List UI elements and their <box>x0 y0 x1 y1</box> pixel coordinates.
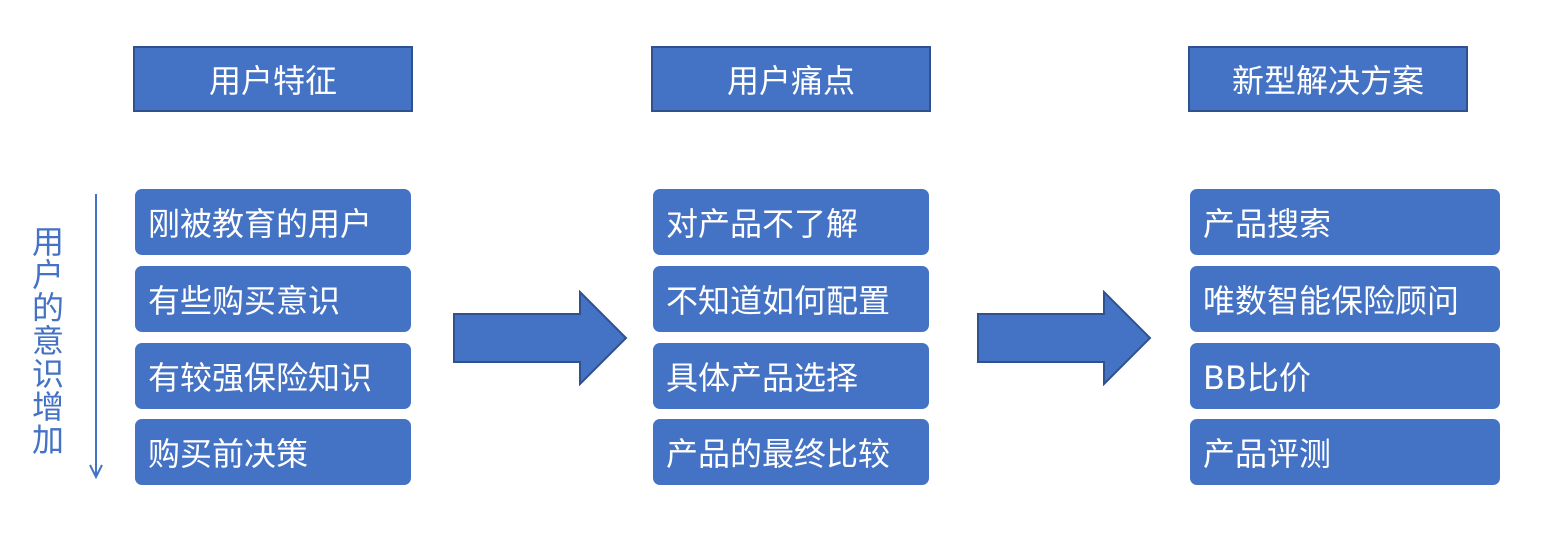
column-header-new-solutions: 新型解决方案 <box>1188 46 1468 112</box>
list-item: 产品的最终比较 <box>653 419 929 485</box>
user-awareness-label: 用 户 的 意 识 增 加 <box>31 223 64 459</box>
list-item: 不知道如何配置 <box>653 266 929 332</box>
list-item: 刚被教育的用户 <box>135 189 411 255</box>
list-item: 产品评测 <box>1190 419 1500 485</box>
column-header-user-pain-points: 用户痛点 <box>651 46 931 112</box>
down-arrow-icon <box>89 194 103 480</box>
list-item: 产品搜索 <box>1190 189 1500 255</box>
list-item: BB比价 <box>1190 343 1500 409</box>
list-item: 有较强保险知识 <box>135 343 411 409</box>
list-item: 对产品不了解 <box>653 189 929 255</box>
right-arrow-icon <box>453 290 628 386</box>
list-item: 有些购买意识 <box>135 266 411 332</box>
right-arrow-icon <box>977 290 1152 386</box>
list-item: 具体产品选择 <box>653 343 929 409</box>
list-item: 购买前决策 <box>135 419 411 485</box>
list-item: 唯数智能保险顾问 <box>1190 266 1500 332</box>
column-header-user-traits: 用户特征 <box>133 46 413 112</box>
